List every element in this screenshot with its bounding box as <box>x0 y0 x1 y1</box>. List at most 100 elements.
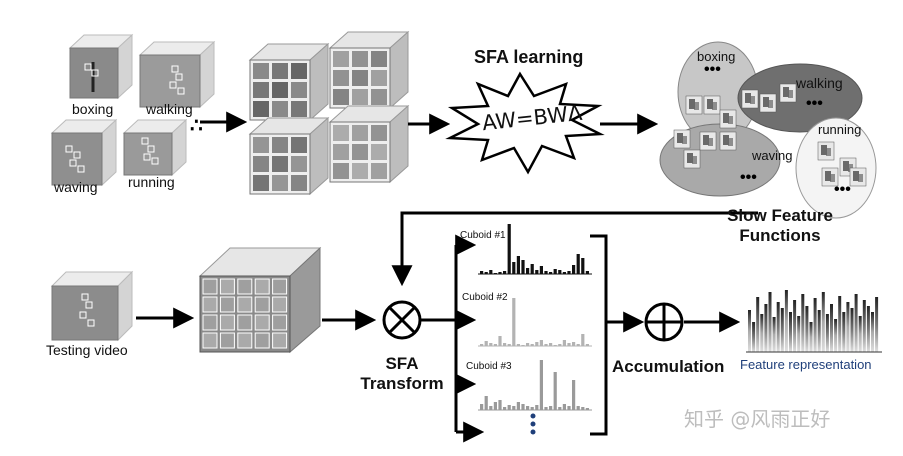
histogram-bar <box>484 396 488 410</box>
feature-bar <box>813 298 817 352</box>
cluster-ellipsis: ••• <box>806 95 823 112</box>
cluster-ellipsis: ••• <box>834 181 851 198</box>
feature-bar <box>772 317 776 352</box>
histogram-bar <box>576 406 580 410</box>
histogram-bar <box>585 344 589 346</box>
feature-patch <box>779 83 797 103</box>
feature-bar <box>871 312 874 352</box>
cluster-label-waving: waving <box>752 148 793 163</box>
feature-bar <box>854 294 858 352</box>
feature-bar <box>752 322 756 352</box>
histogram-bar <box>581 258 585 274</box>
histogram-bar <box>507 224 511 274</box>
feature-patch <box>703 95 721 115</box>
histogram-bar <box>526 268 530 274</box>
watermark: 知乎 @风雨正好 <box>684 407 831 431</box>
histogram-bar <box>530 264 534 274</box>
feature-bar <box>756 297 760 352</box>
histogram-bar <box>535 270 539 274</box>
more-dot-3 <box>530 429 536 435</box>
histogram-bar <box>493 344 497 346</box>
feature-representation-bars <box>746 290 882 353</box>
histogram-bar <box>567 271 571 274</box>
histogram-bar <box>553 345 557 346</box>
histogram-bar <box>516 256 520 274</box>
feature-bar <box>776 302 780 352</box>
histogram-bar <box>544 407 548 410</box>
histogram-bar <box>489 343 493 346</box>
feature-bar <box>834 319 838 352</box>
cluster-label-running: running <box>818 122 862 137</box>
feature-bar <box>801 294 805 352</box>
histogram-bar <box>535 405 539 410</box>
histogram-bar <box>489 406 493 410</box>
cuboid-histograms <box>478 224 592 411</box>
label-running: running <box>128 174 175 190</box>
feature-patch <box>849 167 867 187</box>
cluster-label-walking: walking <box>796 75 843 91</box>
cuboid-cube-1 <box>248 42 330 122</box>
feature-bar <box>846 302 850 352</box>
feature-bar <box>862 300 866 352</box>
histogram-bar <box>489 270 493 274</box>
cuboid-2-label: Cuboid #2 <box>462 292 508 303</box>
histogram-bar <box>539 340 543 346</box>
feature-bar <box>830 304 833 352</box>
cuboid-cube-3 <box>248 116 330 196</box>
histogram-bar <box>544 271 548 274</box>
histogram-bar <box>585 408 589 410</box>
histogram-bar <box>484 272 488 274</box>
histogram-bar <box>576 344 580 346</box>
histogram-bar <box>480 271 484 274</box>
feature-bar <box>875 297 879 352</box>
feature-patch <box>683 149 701 169</box>
histogram-bar <box>512 406 516 410</box>
feature-bar <box>858 316 862 352</box>
histogram-bar <box>521 404 525 410</box>
training-video-walking <box>138 40 216 109</box>
histogram-bar <box>526 406 530 410</box>
cluster-ellipsis: ••• <box>740 169 757 186</box>
histogram-bar <box>521 345 525 346</box>
feature-bar <box>825 314 829 352</box>
feature-representation-label: Feature representation <box>740 357 872 372</box>
testing-video-label: Testing video <box>46 342 128 358</box>
feature-patch <box>821 167 839 187</box>
training-video-waving <box>50 118 118 187</box>
feature-bar <box>805 306 809 352</box>
histogram-bar <box>576 254 580 274</box>
histogram-cuboid-2 <box>478 298 592 347</box>
label-waving: waving <box>54 179 98 195</box>
collect-bracket <box>590 234 608 436</box>
histogram-bar <box>549 272 553 274</box>
feature-bar <box>821 292 825 352</box>
feature-bar <box>784 290 788 352</box>
histogram-bar <box>516 402 520 410</box>
sfa-learning-burst <box>445 71 605 175</box>
histogram-bar <box>562 340 566 346</box>
histogram-cuboid-3 <box>478 360 592 411</box>
cluster-ellipsis: ••• <box>704 61 721 78</box>
cluster-walking <box>737 63 863 133</box>
histogram-bar <box>567 406 571 410</box>
cluster-feature-patches: ••• ••• ••• ••• <box>673 61 867 198</box>
histogram-bar <box>544 344 548 346</box>
cuboid-1-label: Cuboid #1 <box>460 230 506 241</box>
histogram-bar <box>480 344 484 346</box>
histogram-bar <box>567 343 571 346</box>
label-boxing: boxing <box>72 101 114 117</box>
feature-bar <box>809 322 813 352</box>
more-dot-2 <box>530 421 536 427</box>
histogram-bar <box>503 407 507 410</box>
label-walking: walking <box>146 101 193 117</box>
feature-bar <box>780 308 784 352</box>
training-video-boxing <box>68 33 134 100</box>
testing-video-cube <box>50 270 134 342</box>
histogram-bar <box>553 372 557 410</box>
histogram-bar <box>484 341 488 346</box>
histogram-bar <box>539 266 543 274</box>
cuboid-cube-4 <box>328 104 410 184</box>
histogram-bar <box>498 272 502 274</box>
histogram-bar <box>512 298 516 346</box>
